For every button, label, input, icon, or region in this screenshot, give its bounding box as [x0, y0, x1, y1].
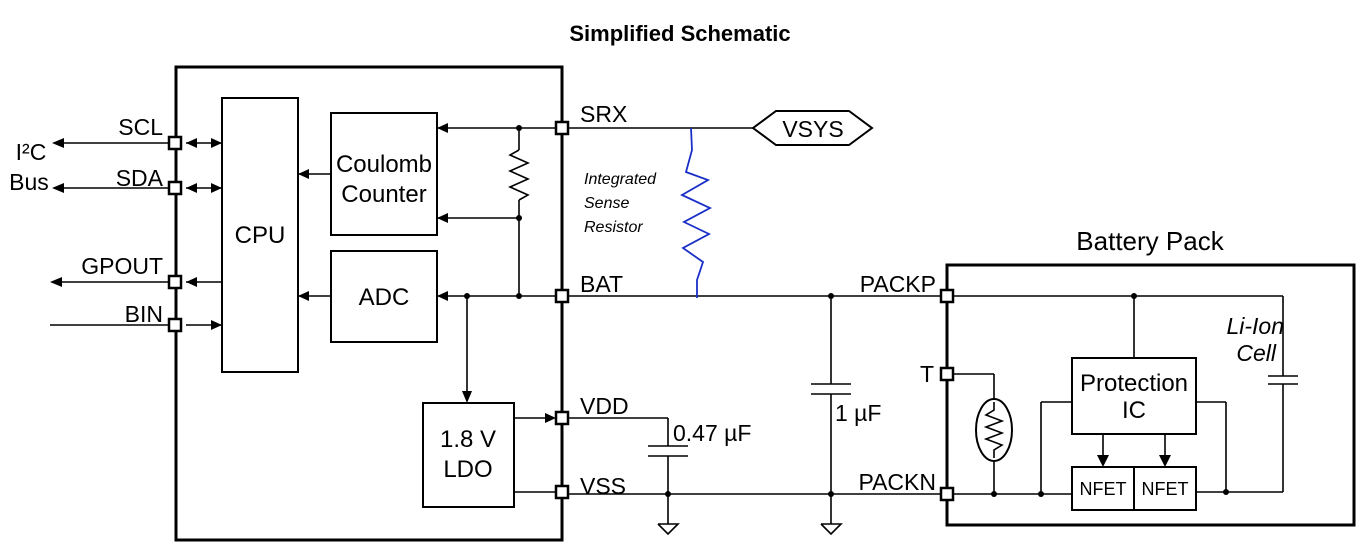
nfet-1-label: NFET: [1080, 479, 1127, 499]
pin-label-vdd: VDD: [580, 393, 629, 419]
coulomb-counter-label-1: Coulomb: [336, 151, 432, 178]
sense-resistor-annotation: [680, 127, 713, 298]
pin-label-srx: SRX: [580, 101, 627, 127]
junction-bat-internal: [516, 293, 522, 299]
li-ion-cell-label-2: Cell: [1236, 340, 1277, 366]
junction-protection-packn: [1038, 491, 1044, 497]
external-wiring: [568, 127, 941, 536]
pin-t: [939, 366, 955, 382]
junction-thermistor-packn: [991, 491, 997, 497]
pin-srx: [554, 120, 570, 136]
pin-label-t: T: [920, 361, 934, 387]
battery-pack-title: Battery Pack: [1076, 226, 1224, 256]
li-ion-cell-label-1: Li-Ion: [1226, 313, 1284, 339]
pin-packn: [939, 486, 955, 502]
sense-resistor-label-2: Sense: [584, 195, 629, 212]
cap-label-vdd: 0.47 µF: [673, 420, 751, 446]
protection-ic-label-1: Protection: [1080, 370, 1188, 397]
sense-resistor-label-1: Integrated: [584, 171, 657, 188]
adc-label: ADC: [359, 284, 410, 311]
nfet-2-label: NFET: [1142, 479, 1189, 499]
junction-vss-1uf: [828, 491, 834, 497]
pin-label-packp: PACKP: [860, 271, 936, 297]
thermistor: [975, 398, 1013, 462]
cpu-label: CPU: [235, 222, 286, 249]
junction-srx-internal: [516, 125, 522, 131]
pin-label-bat: BAT: [580, 271, 623, 297]
junction-ldo-tap: [464, 293, 470, 299]
pin-gpout: [167, 274, 183, 290]
junction-bat-cap: [828, 293, 834, 299]
left-pin-wiring: [50, 138, 222, 330]
pin-label-vss: VSS: [580, 473, 626, 499]
diagram-title: Simplified Schematic: [569, 21, 790, 46]
pin-label-gpout: GPOUT: [81, 253, 163, 279]
cap-label-bat: 1 µF: [835, 400, 881, 426]
internal-wiring: [298, 123, 556, 493]
sense-resistor-label-3: Resistor: [584, 219, 643, 236]
protection-ic-block: [1071, 357, 1197, 435]
cpu-block: [221, 97, 299, 373]
i2c-bus-label-1: I²C: [16, 139, 47, 165]
protection-ic-label-2: IC: [1122, 397, 1146, 424]
pin-bin: [167, 317, 183, 333]
coulomb-counter-block: [330, 112, 438, 236]
junction-cell-nfet: [1223, 489, 1229, 495]
vsys-label: VSYS: [782, 116, 843, 142]
junction-vss-cap: [665, 491, 671, 497]
pin-bat: [554, 288, 570, 304]
coulomb-counter-label-2: Counter: [341, 181, 426, 208]
pin-packp: [939, 288, 955, 304]
pin-label-scl: SCL: [118, 114, 163, 140]
nfet-2-block: [1133, 466, 1197, 511]
battery-pack-wiring: [953, 295, 1298, 495]
pin-sda: [167, 180, 183, 196]
pin-label-bin: BIN: [125, 301, 163, 327]
pin-label-sda: SDA: [116, 165, 164, 191]
ldo-block: [422, 402, 515, 508]
i2c-bus-label-2: Bus: [9, 169, 49, 195]
ldo-label-2: LDO: [443, 456, 492, 483]
pin-label-packn: PACKN: [858, 469, 936, 495]
pin-vdd: [554, 410, 570, 426]
pin-scl: [167, 135, 183, 151]
junction-coulomb-tap: [516, 215, 522, 221]
pin-vss: [554, 484, 570, 500]
vsys-flag: [751, 110, 874, 146]
junction-packp-protection: [1131, 293, 1137, 299]
ldo-label-1: 1.8 V: [440, 426, 496, 453]
